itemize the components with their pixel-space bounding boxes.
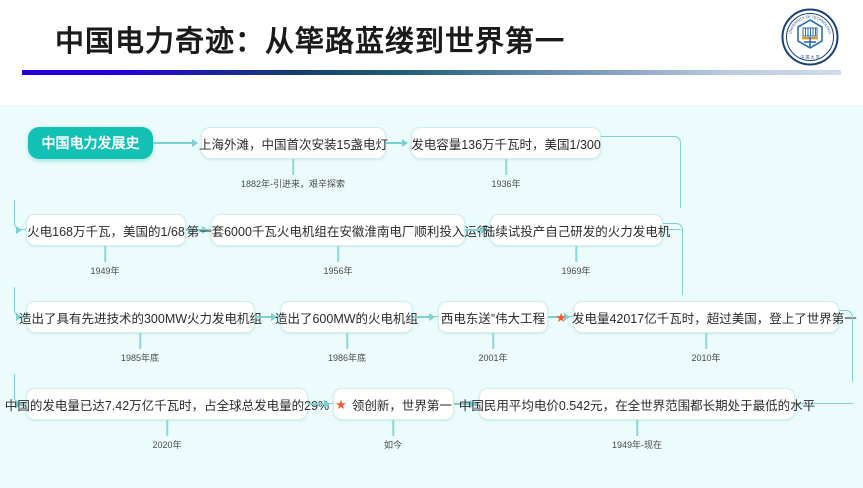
- year-r4c3: 1949年-现在: [611, 440, 663, 450]
- tick-r4c3: [636, 420, 638, 436]
- flow-node-r3c2[interactable]: 造出了600MW的火电机组: [275, 301, 418, 333]
- flow-node-r2c2[interactable]: 第一套6000千瓦火电机组在安徽淮南电厂顺利投入运行: [187, 214, 489, 246]
- flow-node-r4c2[interactable]: ★ 领创新，世界第一: [333, 388, 454, 420]
- arrow-r2c1-to-r2c2: [202, 226, 208, 234]
- arrow-r4c2-to-r4c3: [470, 400, 476, 408]
- slide-header: 中国电力奇迹：从筚路蓝缕到世界第一 中 国 大 学 UNIVERSITY OF …: [0, 0, 863, 105]
- university-seal-logo: 中 国 大 学 UNIVERSITY OF TECHNOLOGY: [781, 8, 839, 66]
- connector-n11-to-n12: [386, 142, 404, 144]
- arrow-r4c1-to-r4c2: [324, 400, 330, 408]
- connector-r3c3-to-r3c4: [548, 316, 566, 318]
- tick-r3c2: [346, 333, 348, 349]
- tick-r2c2: [337, 246, 339, 262]
- flow-node-r3c4-label: 发电量42017亿千瓦时，超过美国，登上了世界第一: [571, 311, 857, 326]
- year-r4c2: 如今: [383, 440, 403, 450]
- year-r2c2: 1956年: [323, 266, 353, 276]
- arrow-r3c3-to-r3c4: [564, 313, 570, 321]
- tick-r4c2: [392, 420, 394, 436]
- connector-elbow-r3-right: [839, 310, 853, 382]
- arrow-n11-to-n12: [402, 139, 408, 147]
- flowchart-board: 中国电力发展史 上海外滩，中国首次安装15盏电灯 1882年-引进来，艰辛探索 …: [0, 105, 863, 488]
- flow-node-r1c2[interactable]: 发电容量136万千瓦时，美国1/300: [411, 127, 601, 159]
- arrow-r3c2-to-r3c3: [429, 313, 435, 321]
- arrow-badge-to-n11: [192, 139, 198, 147]
- flow-node-r3c3[interactable]: 西电东送”伟大工程: [438, 301, 548, 333]
- tick-r2c3: [575, 246, 577, 262]
- connector-elbow-r2-right: [663, 223, 683, 295]
- tick-r3c1: [139, 333, 141, 349]
- tick-r3c3: [492, 333, 494, 349]
- flow-node-r4c2-label: 领创新，世界第一: [351, 398, 452, 413]
- year-r3c2: 1986年底: [327, 353, 367, 363]
- year-r4c1: 2020年: [152, 440, 182, 450]
- year-r2c3: 1969年: [561, 266, 591, 276]
- year-r1c1: 1882年-引进来，艰辛探索: [240, 179, 346, 189]
- connector-r4c2-to-r4c3: [454, 403, 472, 405]
- flow-node-r4c3[interactable]: 中国民用平均电价0.542元，在全世界范围都长期处于最低的水平: [459, 388, 815, 420]
- arrow-r3c1-to-r3c2: [271, 313, 277, 321]
- connector-badge-to-n11: [153, 142, 195, 144]
- tick-r3c4: [705, 333, 707, 349]
- arrow-into-r4c1: [16, 400, 22, 408]
- year-r3c1: 1985年底: [120, 353, 160, 363]
- year-r1c2: 1936年: [491, 179, 521, 189]
- connector-r2c2-to-r2c3: [465, 229, 483, 231]
- flow-node-r3c1[interactable]: 造出了具有先进技术的300MW火力发电机组: [19, 301, 262, 333]
- arrow-into-r3c1: [16, 313, 22, 321]
- star-icon-r3c4: ★: [555, 309, 567, 325]
- tick-r2c1: [104, 246, 106, 262]
- star-icon-r4c2: ★: [335, 396, 347, 412]
- flow-node-r1c1[interactable]: 上海外滩，中国首次安装15盏电灯: [199, 127, 388, 159]
- year-r3c4: 2010年: [691, 353, 721, 363]
- flow-node-r2c1[interactable]: 火电168万千瓦，美国的1/68: [26, 214, 186, 246]
- connector-r2c1-to-r2c2: [186, 229, 204, 231]
- tick-r4c1: [166, 420, 168, 436]
- year-r3c3: 2001年: [478, 353, 508, 363]
- tick-r1c2: [505, 159, 507, 175]
- connector-r4c1-to-r4c2: [308, 403, 326, 405]
- svg-text:中 国 大 学: 中 国 大 学: [800, 54, 819, 60]
- flow-node-r4c1[interactable]: 中国的发电量已达7.42万亿千瓦时，占全球总发电量的29%: [5, 388, 329, 420]
- flow-node-r3c4[interactable]: ★ 发电量42017亿千瓦时，超过美国，登上了世界第一: [555, 301, 857, 333]
- page-title: 中国电力奇迹：从筚路蓝缕到世界第一: [55, 26, 566, 58]
- connector-elbow-r1-right: [601, 136, 681, 208]
- year-r2c1: 1949年: [90, 266, 120, 276]
- title-divider-gradient: [22, 70, 841, 75]
- connector-r3c2-to-r3c3: [413, 316, 431, 318]
- tick-r1c1: [292, 159, 294, 175]
- arrow-r2c2-to-r2c3: [481, 226, 487, 234]
- arrow-into-r2c1: [16, 226, 22, 234]
- flow-node-r2c3[interactable]: 陆续试投产自己研发的火力发电机: [483, 214, 670, 246]
- flow-start-badge[interactable]: 中国电力发展史: [28, 127, 153, 159]
- connector-r3c1-to-r3c2: [255, 316, 273, 318]
